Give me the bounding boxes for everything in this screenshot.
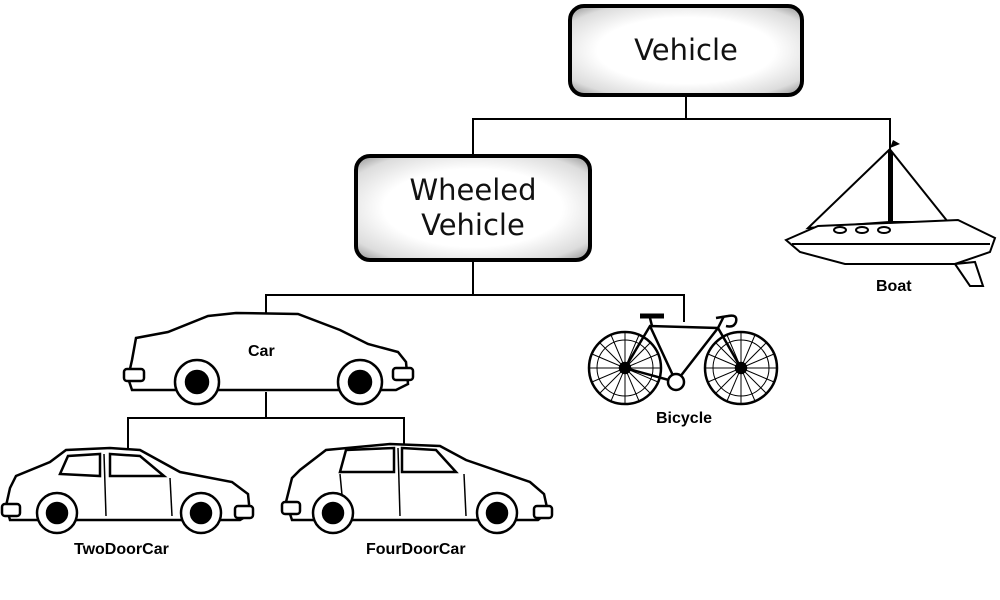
edge-car-fourdoor bbox=[266, 417, 405, 448]
four-door-car-label: FourDoorCar bbox=[366, 541, 466, 558]
boat-label: Boat bbox=[876, 278, 912, 295]
wheeled-vehicle-label-line1: Wheeled bbox=[409, 173, 537, 208]
four-door-car-icon bbox=[280, 442, 554, 535]
vehicle-node-label: Vehicle bbox=[634, 33, 738, 68]
edge-vehicle-boat bbox=[686, 118, 891, 150]
edge-vehicle-wheeled bbox=[472, 97, 687, 154]
edge-wheeled-car bbox=[265, 262, 474, 320]
wheeled-vehicle-label-line2: Vehicle bbox=[421, 208, 525, 242]
bicycle-icon bbox=[587, 313, 779, 406]
car-icon bbox=[122, 311, 415, 406]
edge-car-twodoor bbox=[127, 392, 267, 452]
wheeled-vehicle-node: Wheeled Vehicle bbox=[354, 154, 592, 262]
two-door-car-label: TwoDoorCar bbox=[74, 541, 169, 558]
bicycle-label: Bicycle bbox=[656, 410, 713, 427]
two-door-car-icon bbox=[0, 446, 255, 535]
edge-wheeled-bicycle bbox=[473, 294, 685, 322]
sailboat-icon bbox=[784, 140, 997, 287]
car-label: Car bbox=[248, 343, 275, 360]
vehicle-node: Vehicle bbox=[568, 4, 804, 97]
